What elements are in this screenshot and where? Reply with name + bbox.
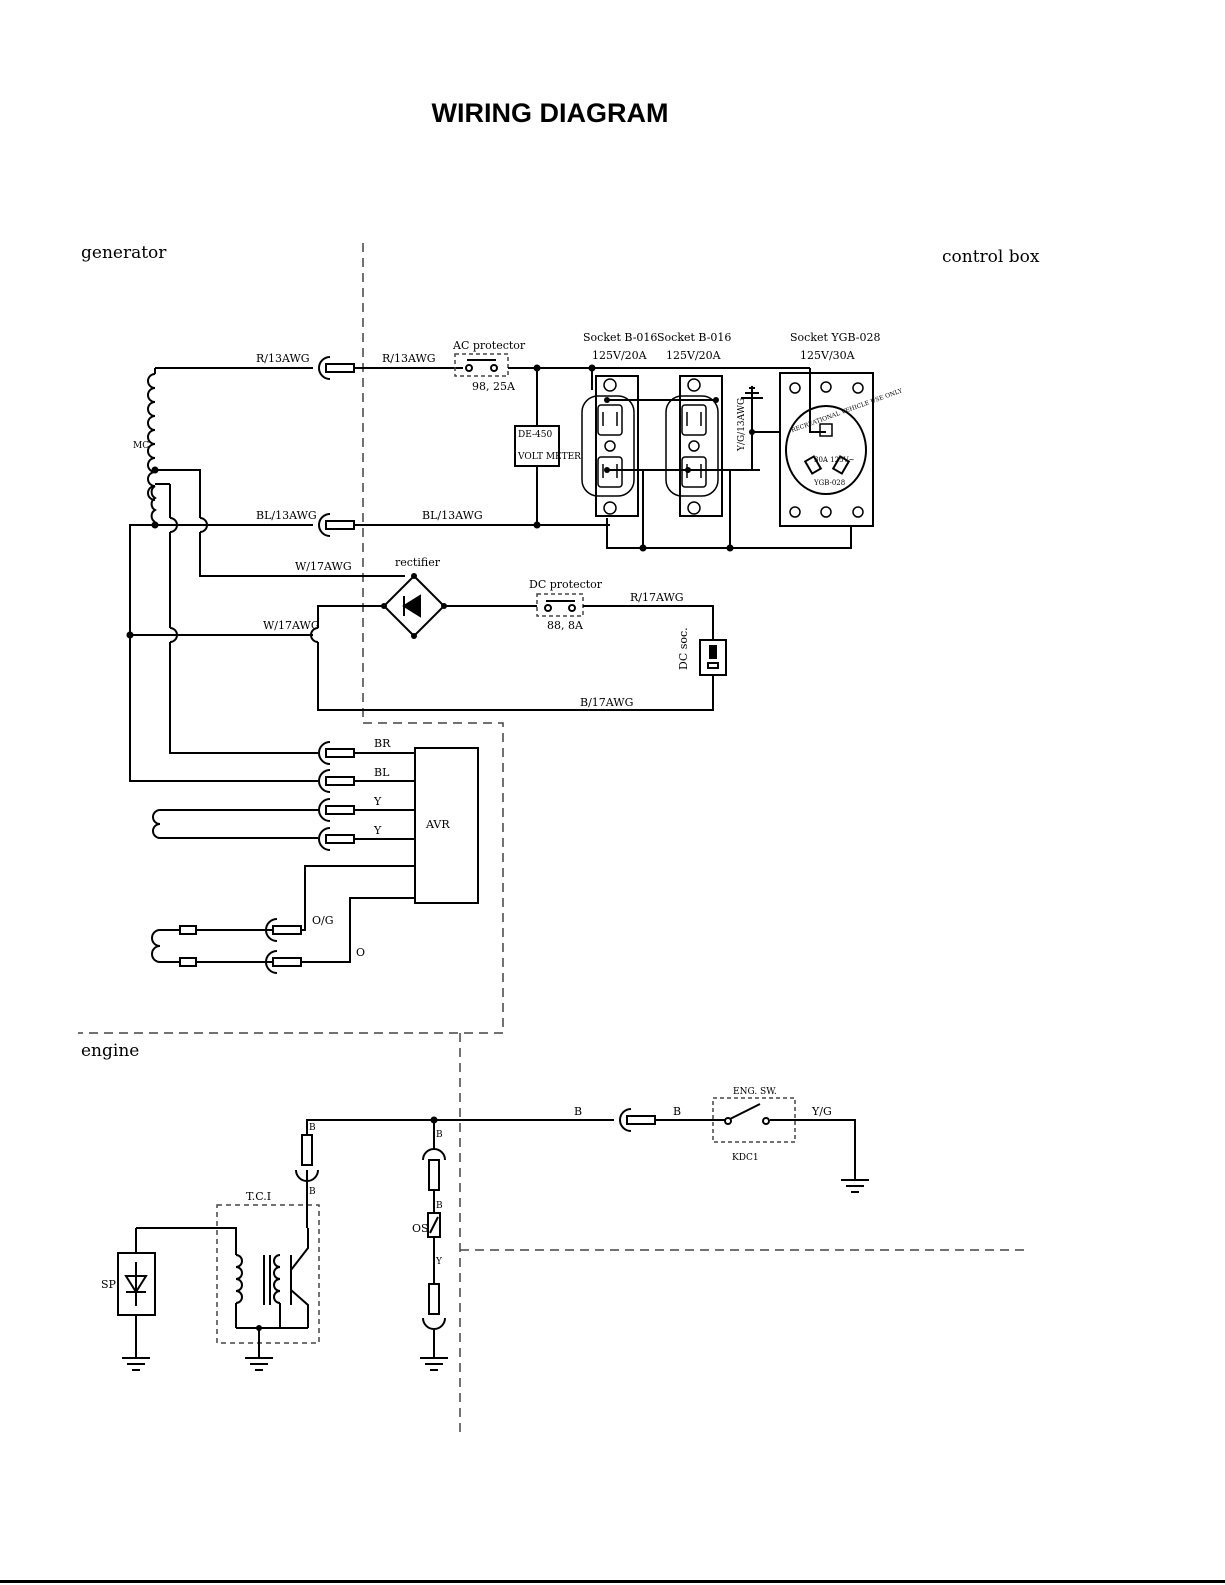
wire-label-w17-upper: W/17AWG: [295, 560, 352, 573]
avr-connectors: [318, 741, 355, 851]
socket-b016-2: [665, 375, 723, 517]
wire-label-yg13: Y/G/13AWG: [737, 398, 747, 452]
dc-socket-label: DC soc.: [677, 627, 690, 670]
socket1-name: Socket B-016: [583, 331, 657, 344]
wire-label-b-1: B: [574, 1105, 582, 1118]
section-label-generator: generator: [81, 243, 167, 263]
wire-label-y-1: Y: [373, 795, 382, 808]
bottom-rule: [0, 1580, 1225, 1583]
ac-protector: [454, 353, 509, 377]
socket3-face-rating: 30A 125V~: [814, 456, 855, 464]
wire-label-y-os: Y: [435, 1257, 443, 1267]
socket1-rating: 125V/20A: [592, 349, 648, 362]
section-label-control-box: control box: [942, 247, 1040, 267]
wire-label-b-os-1: B: [436, 1130, 443, 1140]
socket3-rating: 125V/30A: [800, 349, 856, 362]
socket3-name: Socket YGB-028: [790, 331, 880, 344]
dc-protector-rating: 88, 8A: [547, 619, 584, 632]
wire-label-r13-box: R/13AWG: [382, 352, 436, 365]
wire-label-o: O: [356, 946, 365, 959]
wire-label-b-os-2: B: [436, 1201, 443, 1211]
rectifier-label: rectifier: [395, 556, 441, 569]
exciter-coil: [152, 809, 318, 839]
tci-ignition: [136, 1185, 320, 1371]
engine-switch: [712, 1097, 796, 1143]
volt-meter-name: VOLT METER: [517, 452, 581, 462]
wire-label-br: BR: [374, 737, 391, 750]
wire-label-b-tci-1: B: [309, 1123, 316, 1133]
socket2-name: Socket B-016: [657, 331, 731, 344]
wire-label-y-2: Y: [373, 824, 382, 837]
socket-b016-1: [581, 375, 639, 517]
dc-protector-label: DC protector: [529, 578, 603, 591]
volt-meter: [514, 425, 560, 467]
engine-switch-model: KDC1: [732, 1153, 759, 1163]
wire-label-b-tci-2: B: [309, 1187, 316, 1197]
wire-label-r13-gen: R/13AWG: [256, 352, 310, 365]
socket-ygb028: RECREATIONAL VEHICLE USE ONLY 30A 125V~ …: [779, 372, 904, 527]
ground-symbol-box: [741, 386, 763, 470]
section-boundaries: [78, 243, 1025, 1432]
page-title: WIRING DIAGRAM: [431, 98, 669, 128]
rectifier: [381, 573, 447, 639]
wire-label-yg: Y/G: [811, 1105, 832, 1118]
wire-label-bl: BL: [374, 766, 390, 779]
wire-label-og: O/G: [312, 914, 334, 927]
ground-symbol-engine-switch: [841, 1179, 869, 1193]
ac-protector-label: AC protector: [452, 339, 526, 352]
connector-bl13: [318, 513, 355, 537]
wire-label-bl13-box: BL/13AWG: [422, 509, 483, 522]
og-o-connectors: [265, 918, 302, 974]
avr: [414, 747, 479, 904]
socket3-face-model: YGB-028: [813, 479, 845, 487]
sensor-coil: [151, 925, 273, 967]
connector-r13: [318, 356, 355, 380]
wire-label-w17-lower: W/17AWG: [263, 619, 320, 632]
sp-label: SP: [101, 1278, 117, 1291]
mc-label: MC: [133, 441, 149, 451]
engine-switch-label: ENG. SW.: [733, 1087, 777, 1097]
wire-label-b17: B/17AWG: [580, 696, 633, 709]
ac-protector-rating: 98, 25A: [472, 380, 516, 393]
socket2-rating: 125V/20A: [666, 349, 722, 362]
tci-label: T.C.I: [246, 1190, 271, 1203]
wire-label-r17: R/17AWG: [630, 591, 684, 604]
os-label: OS: [412, 1222, 429, 1235]
volt-meter-model: DE-450: [518, 430, 552, 440]
oil-sensor-chain: [420, 1120, 448, 1371]
connector-b-engine: [619, 1108, 656, 1132]
wire-label-b-2: B: [673, 1105, 681, 1118]
dc-socket: [699, 639, 727, 676]
spark-plug: [117, 1228, 156, 1371]
avr-label: AVR: [425, 818, 450, 831]
wire-label-bl13-gen: BL/13AWG: [256, 509, 317, 522]
dc-protector: [536, 593, 584, 617]
section-label-engine: engine: [81, 1041, 139, 1061]
